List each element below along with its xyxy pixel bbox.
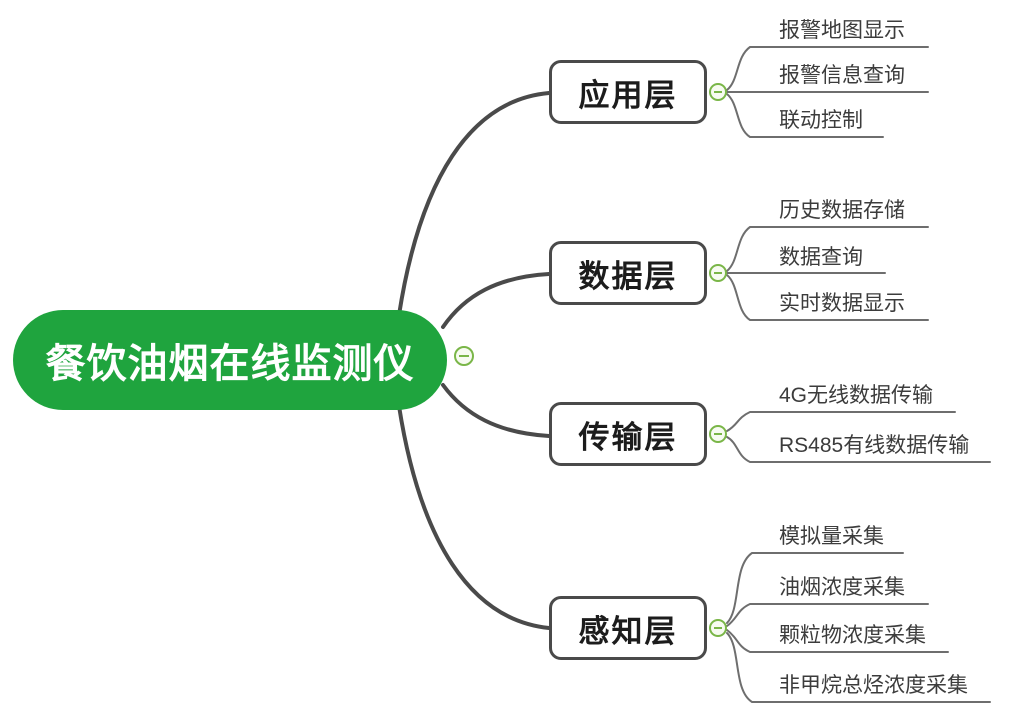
branch-connector [397, 404, 551, 630]
collapse-minus-icon[interactable] [709, 264, 727, 282]
leaf-connector [726, 46, 929, 91]
branch-topic-application[interactable]: 应用层 [549, 60, 707, 124]
minus-bar [714, 627, 722, 629]
leaf-topic[interactable]: 报警信息查询 [779, 64, 905, 87]
leaf-topic[interactable]: 数据查询 [779, 246, 863, 269]
branch-topic-perception[interactable]: 感知层 [549, 596, 707, 660]
leaf-topic[interactable]: 联动控制 [779, 109, 863, 132]
leaf-connector [726, 552, 904, 624]
leaf-topic[interactable]: 颗粒物浓度采集 [779, 624, 926, 647]
leaf-connector [726, 629, 949, 653]
leaf-topic[interactable]: 4G无线数据传输 [779, 384, 934, 407]
leaf-connector [726, 411, 956, 432]
leaf-topic[interactable]: RS485有线数据传输 [779, 434, 970, 457]
branch-connector [397, 91, 551, 317]
root-collapse-minus-icon[interactable] [454, 346, 474, 366]
collapse-minus-icon[interactable] [709, 619, 727, 637]
leaf-topic[interactable]: 非甲烷总烃浓度采集 [779, 674, 968, 697]
collapse-minus-icon[interactable] [709, 83, 727, 101]
root-topic[interactable]: 餐饮油烟在线监测仪 [13, 310, 447, 410]
leaf-connector [726, 436, 991, 463]
branch-topic-data[interactable]: 数据层 [549, 241, 707, 305]
leaf-connector [726, 632, 991, 703]
minus-bar [714, 91, 722, 93]
branch-connector [441, 272, 551, 329]
leaf-topic[interactable]: 历史数据存储 [779, 199, 905, 222]
branch-connector [441, 383, 551, 438]
leaf-topic[interactable]: 报警地图显示 [779, 19, 905, 42]
leaf-connector [726, 226, 929, 272]
leaf-topic[interactable]: 模拟量采集 [779, 525, 884, 548]
leaf-topic[interactable]: 油烟浓度采集 [779, 576, 905, 599]
leaf-connector [726, 603, 929, 627]
minus-bar [714, 272, 722, 274]
leaf-connector [726, 93, 884, 138]
minus-bar [714, 433, 722, 435]
leaf-topic[interactable]: 实时数据显示 [779, 292, 905, 315]
minus-bar [459, 355, 469, 357]
collapse-minus-icon[interactable] [709, 425, 727, 443]
leaf-connector [726, 274, 929, 321]
branch-topic-transport[interactable]: 传输层 [549, 402, 707, 466]
